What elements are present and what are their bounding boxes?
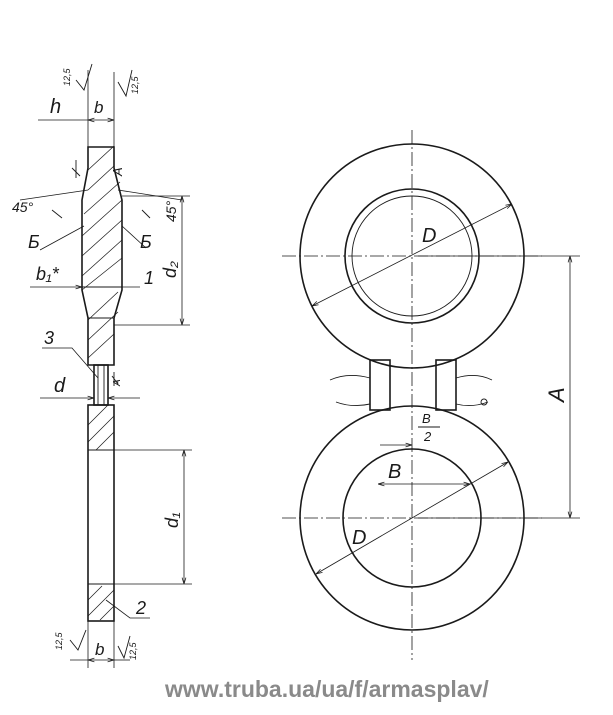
roughness-bottom-left: 12,5 [54, 631, 64, 650]
label-d2: d₂ [160, 261, 180, 278]
label-b-top: b [94, 98, 103, 117]
watermark-url: www.truba.ua/ua/f/armasplav/ [165, 676, 489, 702]
label-h: h [50, 96, 61, 118]
front-view: D D B 2 B A [282, 130, 580, 660]
label-d-upper: D [422, 225, 436, 247]
roughness-bottom-right: 12,5 [128, 641, 138, 660]
connector-bar [93, 364, 109, 406]
label-a-mark: A [110, 167, 125, 177]
hatch-upper [81, 145, 123, 359]
connector-right [435, 359, 457, 411]
section-view: h b 12,5 12,5 A 45° 45° Б Б b₁* 1 d₂ [12, 63, 192, 668]
label-item-3: 3 [44, 328, 54, 348]
label-d: d [54, 375, 66, 397]
label-section-b-left: Б [28, 232, 40, 252]
roughness-top-right: 12,5 [130, 75, 140, 94]
label-a-distance: A [544, 387, 569, 404]
label-b-front: B [388, 461, 401, 483]
label-b-half-num: B [422, 411, 431, 426]
angle-right: 45° [163, 200, 179, 222]
label-a-mark-lower: A [112, 379, 123, 387]
label-d-lower: D [352, 527, 366, 549]
label-b-bottom: b [95, 640, 104, 659]
label-d1: d₁ [162, 512, 182, 528]
upper-plate-outline [81, 146, 123, 366]
label-b-half-den: 2 [423, 429, 432, 444]
connector-left [369, 359, 391, 411]
hatch-lower [87, 404, 115, 621]
angle-left: 45° [12, 199, 34, 215]
label-item-1: 1 [144, 268, 154, 288]
label-section-b-right: Б [140, 232, 152, 252]
label-item-2: 2 [135, 598, 146, 618]
lower-plate-outline [87, 404, 115, 622]
roughness-top-left: 12,5 [62, 67, 72, 86]
label-b1: b₁* [36, 264, 60, 284]
